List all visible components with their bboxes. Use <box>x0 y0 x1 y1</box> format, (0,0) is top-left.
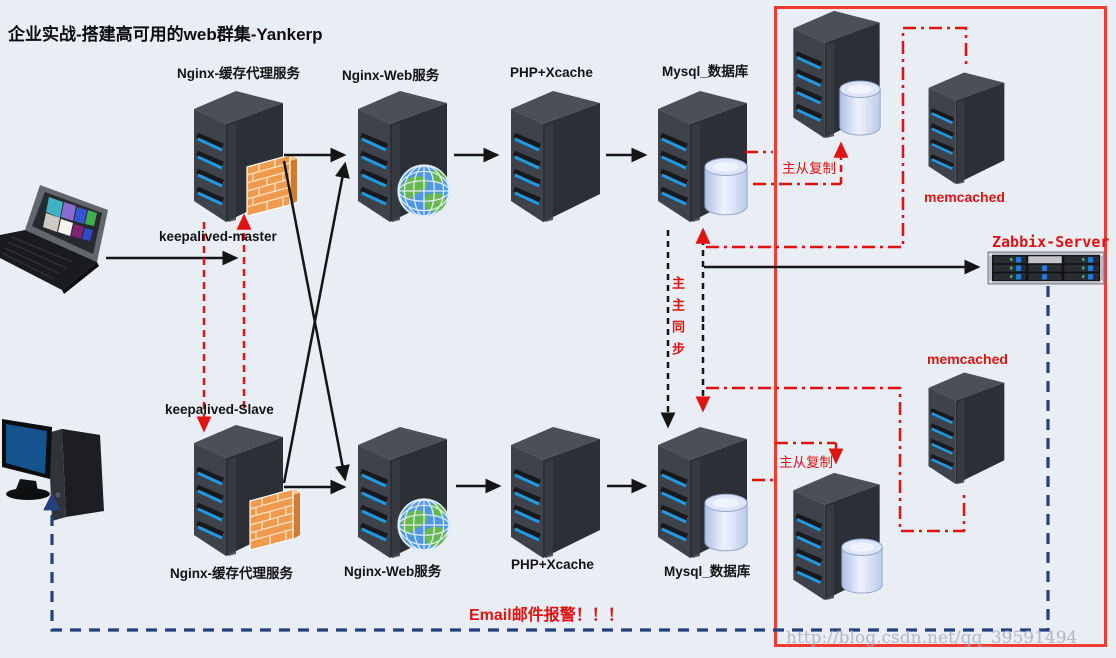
diagram-title: 企业实战-搭建高可用的web群集-Yankerp <box>8 25 323 44</box>
label-master-slave-replication-bottom: 主从复制 <box>779 455 833 470</box>
label-mysql-bottom: Mysql_数据库 <box>664 564 751 579</box>
database-icon-mysql-top <box>704 157 748 216</box>
label-memcached-bottom: memcached <box>927 351 1008 367</box>
database-icon-slave-top <box>839 80 881 136</box>
connector-lines <box>43 26 1050 632</box>
monitoring-zone-box <box>774 6 1107 647</box>
server-icon-memcached-top <box>929 73 1005 185</box>
label-php-top: PHP+Xcache <box>510 65 593 80</box>
label-keepalived-master: keepalived-master <box>159 229 277 244</box>
server-icon-php-top <box>511 91 600 222</box>
server-icon-memcached-bottom <box>929 373 1005 485</box>
laptop-icon <box>0 185 108 294</box>
server-icon-php-bottom <box>511 427 600 558</box>
label-proxy-top: Nginx-缓存代理服务 <box>177 66 300 81</box>
database-icon-slave-bottom <box>841 538 883 594</box>
label-master-master-sync: 主主同步 <box>670 276 685 364</box>
globe-icon-web-bottom <box>398 499 449 550</box>
label-php-bottom: PHP+Xcache <box>511 557 594 572</box>
watermark-url: http://blog.csdn.net/qq_39591494 <box>786 628 1078 648</box>
label-zabbix-server: Zabbix-Server <box>992 233 1110 251</box>
label-email-alert: Email邮件报警！！！ <box>469 607 624 624</box>
rack-server-icon-zabbix <box>987 251 1105 285</box>
label-memcached-top: memcached <box>924 189 1005 205</box>
database-icon-mysql-bottom <box>704 493 748 552</box>
label-web-top: Nginx-Web服务 <box>342 68 440 83</box>
label-keepalived-slave: keepalived-Slave <box>165 402 274 417</box>
label-master-slave-replication-top: 主从复制 <box>782 161 836 176</box>
label-mysql-top: Mysql_数据库 <box>662 64 749 79</box>
label-proxy-bottom: Nginx-缓存代理服务 <box>170 566 293 581</box>
desktop-computer-icon <box>2 419 104 521</box>
label-web-bottom: Nginx-Web服务 <box>344 564 442 579</box>
globe-icon-web-top <box>398 165 449 216</box>
